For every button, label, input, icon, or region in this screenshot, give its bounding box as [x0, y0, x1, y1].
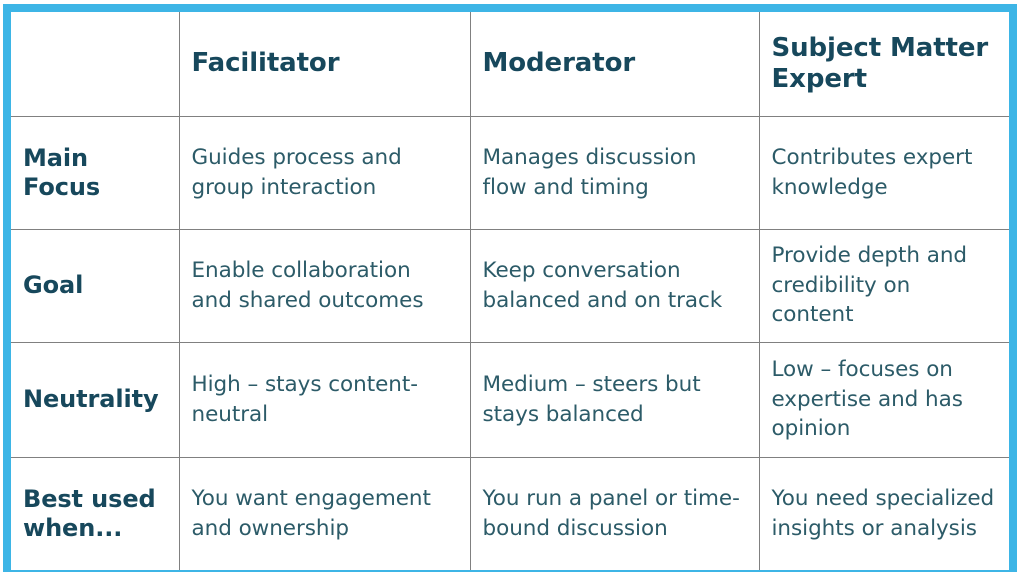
cell-neutrality-subject-matter-expert: Low – focuses on expertise and has opini… — [758, 341, 1009, 458]
cell-text: Manages discussion flow and timing — [482, 144, 697, 200]
row-label-neutrality: Neutrality — [11, 341, 180, 458]
cell-text: High – stays content-neutral — [191, 371, 418, 427]
cell-neutrality-moderator: Medium – steers but stays balanced — [469, 341, 760, 458]
cell-text: You want engagement and ownership — [191, 486, 431, 541]
column-header-subject-matter-expert: Subject Matter Expert — [758, 12, 1009, 117]
cell-main-focus-subject-matter-expert: Contributes expert knowledge — [758, 115, 1009, 230]
row-label-main-focus: Main Focus — [11, 115, 180, 230]
cell-best-used-when-subject-matter-expert: You need specialized insights or analysi… — [758, 456, 1009, 570]
cell-goal-subject-matter-expert: Provide depth and credibility on content — [758, 228, 1009, 343]
cell-text: You need specialized insights or analysi… — [771, 486, 995, 541]
cell-text: Low – focuses on expertise and has opini… — [771, 357, 963, 442]
cell-text: Medium – steers but stays balanced — [482, 371, 701, 427]
row-label-best-used-when: Best used when... — [11, 456, 180, 570]
table-header-row: Facilitator Moderator Subject Matter Exp… — [11, 12, 1009, 117]
cell-main-focus-facilitator: Guides process and group interaction — [178, 115, 471, 230]
role-comparison-table: Facilitator Moderator Subject Matter Exp… — [11, 12, 1009, 570]
cell-best-used-when-moderator: You run a panel or time-bound discussion — [469, 456, 760, 570]
row-label-goal: Goal — [11, 228, 180, 343]
table-corner-cell — [11, 12, 180, 117]
table-row: Main Focus Guides process and group inte… — [11, 115, 1009, 230]
cell-goal-facilitator: Enable collaboration and shared outcomes — [178, 228, 471, 343]
cell-text: Contributes expert knowledge — [771, 144, 973, 200]
cell-goal-moderator: Keep conversation balanced and on track — [469, 228, 760, 343]
cell-main-focus-moderator: Manages discussion flow and timing — [469, 115, 760, 230]
cell-text: Provide depth and credibility on content — [771, 243, 968, 328]
cell-text: Keep conversation balanced and on track — [482, 257, 723, 313]
cell-best-used-when-facilitator: You want engagement and ownership — [178, 456, 471, 570]
comparison-table-frame: Facilitator Moderator Subject Matter Exp… — [3, 4, 1017, 572]
cell-text: Enable collaboration and shared outcomes — [191, 257, 424, 313]
cell-text: Guides process and group interaction — [191, 144, 402, 200]
table-row: Best used when... You want engagement an… — [11, 456, 1009, 570]
column-header-facilitator: Facilitator — [178, 12, 471, 117]
cell-neutrality-facilitator: High – stays content-neutral — [178, 341, 471, 458]
cell-text: You run a panel or time-bound discussion — [482, 486, 740, 541]
column-header-moderator: Moderator — [469, 12, 760, 117]
table-row: Neutrality High – stays content-neutral … — [11, 341, 1009, 458]
table-row: Goal Enable collaboration and shared out… — [11, 228, 1009, 343]
